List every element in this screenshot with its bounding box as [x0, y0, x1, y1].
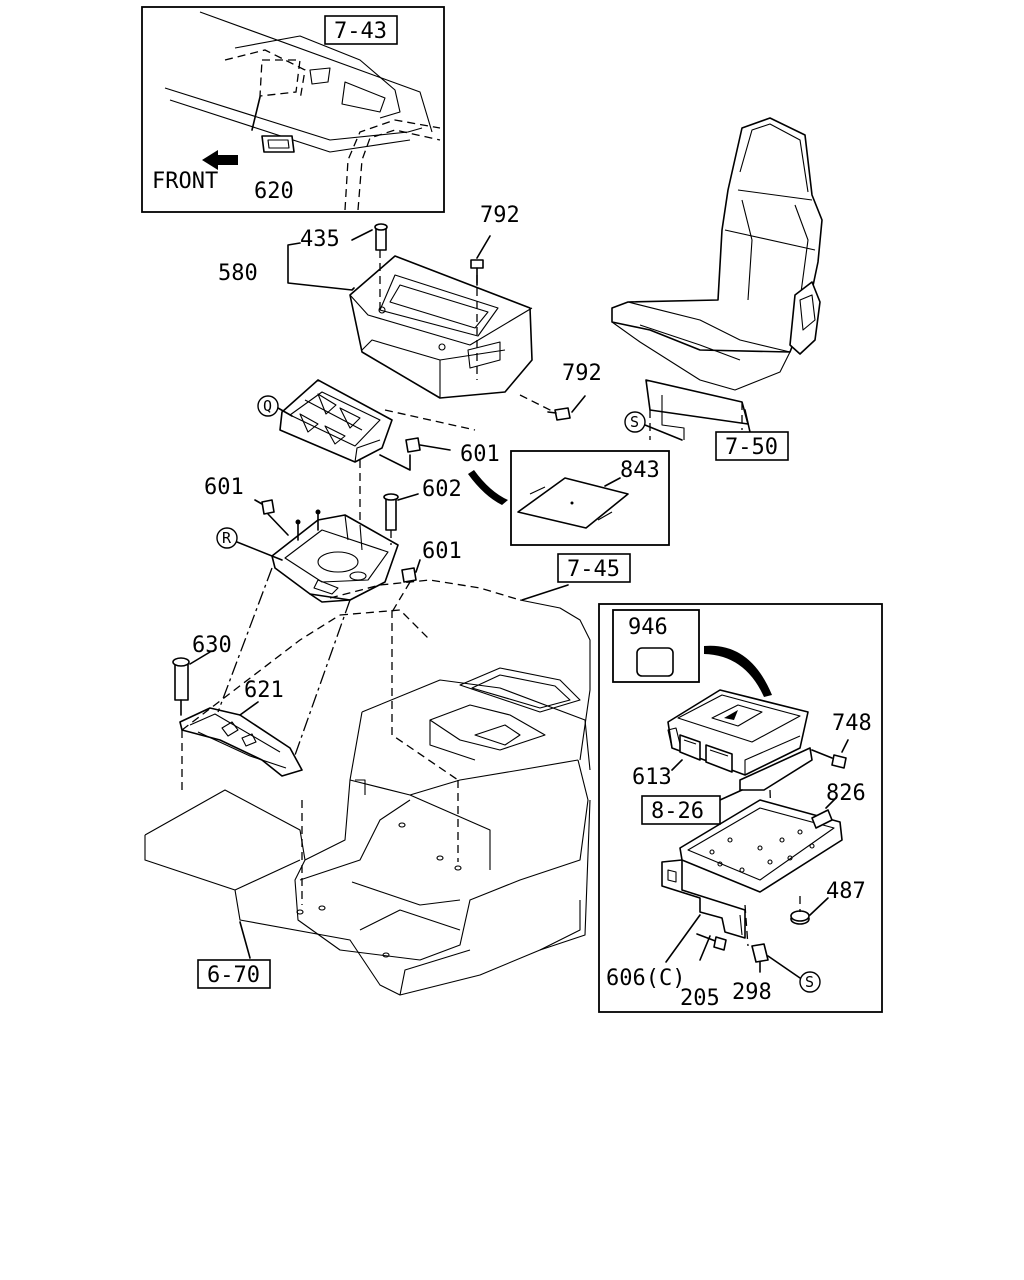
ref-6-70: 6-70: [207, 963, 260, 988]
callout-946: 946: [628, 615, 668, 640]
ref-8-26: 8-26: [651, 799, 704, 824]
callout-606c: 606(C): [606, 966, 685, 991]
ref-box-7-50: [715, 431, 789, 461]
circle-s-ecu-letter: S: [805, 973, 814, 991]
label-arrow: [704, 645, 772, 697]
circle-q-letter: Q: [263, 397, 272, 415]
label-946-plate: [636, 647, 674, 677]
callout-487: 487: [826, 879, 866, 904]
ref-box-6-70: [197, 959, 271, 989]
callout-843: 843: [620, 458, 660, 483]
callout-792-top: 792: [480, 203, 520, 228]
detail-arrow-843: [468, 470, 508, 505]
detail-843-frame: [510, 450, 670, 546]
callout-792-right: 792: [562, 361, 602, 386]
callout-613: 613: [632, 765, 672, 790]
inset-frame: [141, 6, 445, 213]
callout-601-c: 601: [422, 539, 462, 564]
callout-620: 620: [254, 179, 294, 204]
callout-602: 602: [422, 477, 462, 502]
front-label: FRONT: [152, 169, 218, 194]
circle-r-letter: R: [222, 529, 232, 547]
ecu-inset-frame: [598, 603, 883, 1013]
ref-box-7-45: [557, 553, 631, 583]
callout-298: 298: [732, 980, 772, 1005]
bracket-r: R 601 602 601: [204, 460, 462, 613]
ref-7-50: 7-50: [725, 435, 778, 460]
circle-s-ecu: [799, 971, 821, 993]
plate-holes: [709, 829, 815, 873]
callout-205: 205: [680, 986, 720, 1011]
callout-435: 435: [300, 227, 340, 252]
front-arrow-icon: [202, 150, 238, 170]
bracket-q: Q 601: [257, 379, 500, 471]
label-946-frame: [612, 609, 700, 683]
callout-826: 826: [826, 781, 866, 806]
ref-7-43: 7-43: [334, 19, 387, 44]
seat: S 7-50: [611, 117, 823, 461]
ecu-inset: 946 613 748: [598, 603, 883, 1013]
ref-7-45: 7-45: [567, 557, 620, 582]
ref-box-8-26: [641, 795, 721, 825]
floor-console: 7-45 6-70: [144, 553, 631, 996]
callout-621: 621: [244, 678, 284, 703]
callout-748: 748: [832, 711, 872, 736]
ref-box-7-43: [324, 15, 398, 45]
callout-601-b: 601: [204, 475, 244, 500]
console-box-580: 435 580 792 792: [218, 203, 602, 431]
detail-843: 843: [510, 450, 670, 546]
callout-630: 630: [192, 633, 232, 658]
callout-601-a: 601: [460, 442, 500, 467]
circle-r: [216, 527, 238, 549]
overhead-console-inset: FRONT 620 7-43: [141, 6, 445, 213]
circle-s-seat-letter: S: [630, 413, 639, 431]
circle-q: [257, 395, 279, 417]
bracket-621: 630 621: [172, 567, 351, 777]
callout-580: 580: [218, 261, 258, 286]
circle-s-seat: [624, 411, 646, 433]
